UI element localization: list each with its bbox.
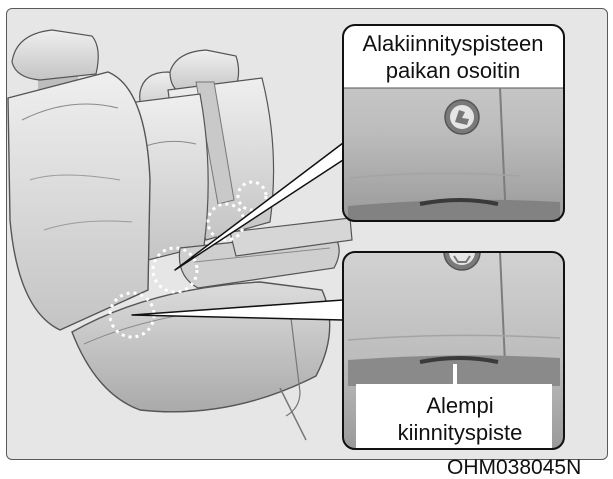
callout-label-top-line1: Alakiinnityspisteen (342, 30, 564, 57)
callout-label-top: Alakiinnityspisteen paikan osoitin (342, 30, 564, 84)
callout-label-bottom-line1: Alempi (360, 392, 560, 419)
child-seat-anchor-icon (445, 100, 479, 134)
seatback-left (8, 72, 150, 330)
callout-label-bottom-line2: kiinnityspiste (360, 419, 560, 446)
figure-code: OHM038045N (447, 456, 613, 479)
callout-label-top-line2: paikan osoitin (342, 57, 564, 84)
callout-label-bottom: Alempi kiinnityspiste (360, 392, 560, 446)
